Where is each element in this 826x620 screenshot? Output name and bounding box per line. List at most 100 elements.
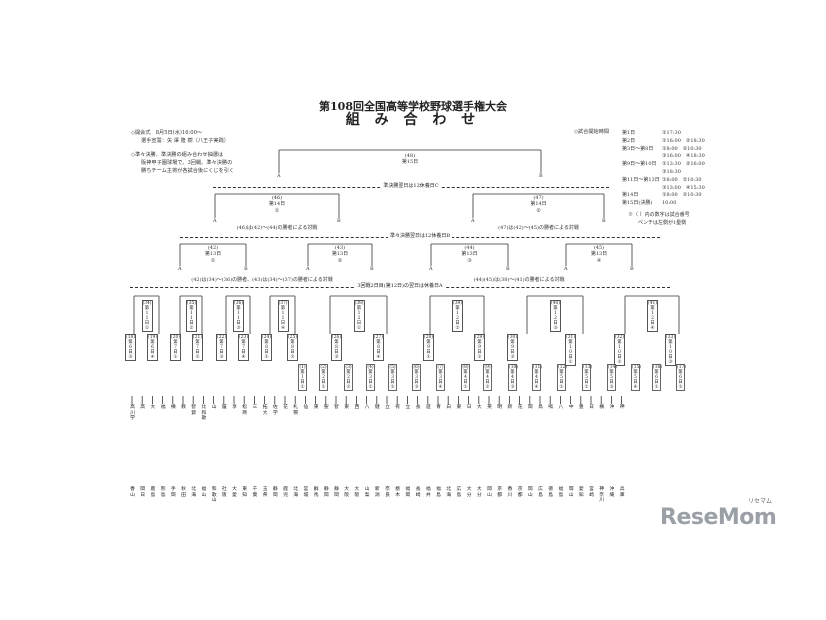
team-school: 東 (313, 405, 319, 410)
side-b: B (539, 173, 543, 179)
team-prefecture: 岡山 (527, 487, 533, 498)
schedule-times: ③16:00 ④18:30 (662, 153, 705, 160)
semi-description: (47)は(42)～(45)の勝者による対戦 (498, 225, 579, 231)
team-school: 横 (170, 405, 176, 410)
team-school: 明 (497, 405, 503, 410)
side-b: B (244, 266, 248, 272)
team-prefecture: 大愛 (232, 487, 237, 498)
schedule-title: ◇試合開始時間 (574, 129, 610, 135)
team-prefecture: 大分 (476, 487, 482, 498)
schedule-times: ①17:30 (662, 130, 681, 136)
team-school: 日 (589, 405, 594, 410)
match-number: (47) (533, 195, 544, 201)
team-school: 聖 (323, 405, 329, 410)
team-school: 花 (517, 405, 523, 410)
team-prefecture: 熊島 (160, 487, 166, 498)
team-school: 横 (599, 405, 605, 410)
team-school: 中 (568, 405, 574, 410)
team-prefecture: 愛知 (578, 487, 584, 498)
schedule-day: 第14日 (622, 192, 639, 199)
team-prefecture: 岡山 (568, 487, 574, 498)
team-school: 八 (558, 405, 564, 410)
team-prefecture: 鹿島 (150, 487, 156, 498)
team-prefecture: 福井 (425, 487, 431, 498)
side-a: A (213, 218, 217, 224)
note-line: 選手宣誓：矢 澤 隆 樹（八王子実践） (141, 138, 229, 144)
team-prefecture: 山梨 (364, 487, 370, 498)
team-prefecture: 大分 (466, 487, 472, 498)
team-school: 佐学 (272, 405, 278, 416)
match-slot: ① (274, 207, 280, 214)
team-prefecture: 千葉 (252, 487, 258, 498)
team-prefecture: 静岡 (323, 487, 329, 498)
team-school: 東 (344, 405, 350, 410)
schedule-note-line: ベンチは左側が1塁側 (638, 220, 687, 226)
schedule-day: 第3日～第8日 (622, 145, 654, 152)
team-school: 札幌 (293, 405, 299, 416)
schedule-times: ①8:00 ②10:30 (662, 192, 702, 199)
side-b: B (337, 218, 341, 224)
team-prefecture: 鹿児 (283, 487, 288, 498)
team-school: 履 (221, 405, 227, 410)
team-prefecture: 秋田 (181, 487, 186, 498)
match-number: (43) (334, 245, 346, 251)
rest-day-a-label: 3回戦2日目(第12日)の翌日は休養日A (355, 283, 445, 289)
team-school: 神 (619, 405, 625, 410)
team-school: 三 (252, 405, 258, 410)
team-prefecture: 静岡 (272, 487, 278, 498)
team-prefecture: 北海 (191, 487, 197, 498)
team-prefecture: 沖縄 (609, 487, 615, 498)
match-number: (44) (464, 245, 475, 251)
team-school: 高 (140, 405, 146, 410)
team-school: 白 (446, 405, 452, 410)
team-school: 鳥 (538, 405, 543, 410)
team-prefecture: 福山 (201, 487, 207, 498)
team-school: 山 (211, 405, 217, 410)
match-day: 第13日 (204, 251, 222, 258)
team-prefecture: 神奈川 (599, 487, 605, 504)
team-school: 享 (232, 405, 237, 410)
team-prefecture: 広島 (456, 487, 462, 498)
team-prefecture: 長崎 (415, 487, 421, 498)
match-number: (42) (207, 245, 219, 251)
side-b: B (630, 266, 634, 272)
quarter-description: (42)は(34)～(36)の勝者、(43)は(34)～(37)の勝者による対戦 (191, 277, 333, 283)
side-b: B (506, 266, 510, 272)
schedule-times: ③13:00 ④15:30 (662, 184, 705, 191)
team-prefecture: 岡山 (487, 487, 492, 498)
side-a: A (471, 218, 475, 224)
team-school: 西 (354, 405, 360, 410)
team-prefecture: 栃木 (395, 487, 401, 498)
match-slot: ② (536, 207, 541, 214)
team-school: 八 (364, 405, 370, 410)
